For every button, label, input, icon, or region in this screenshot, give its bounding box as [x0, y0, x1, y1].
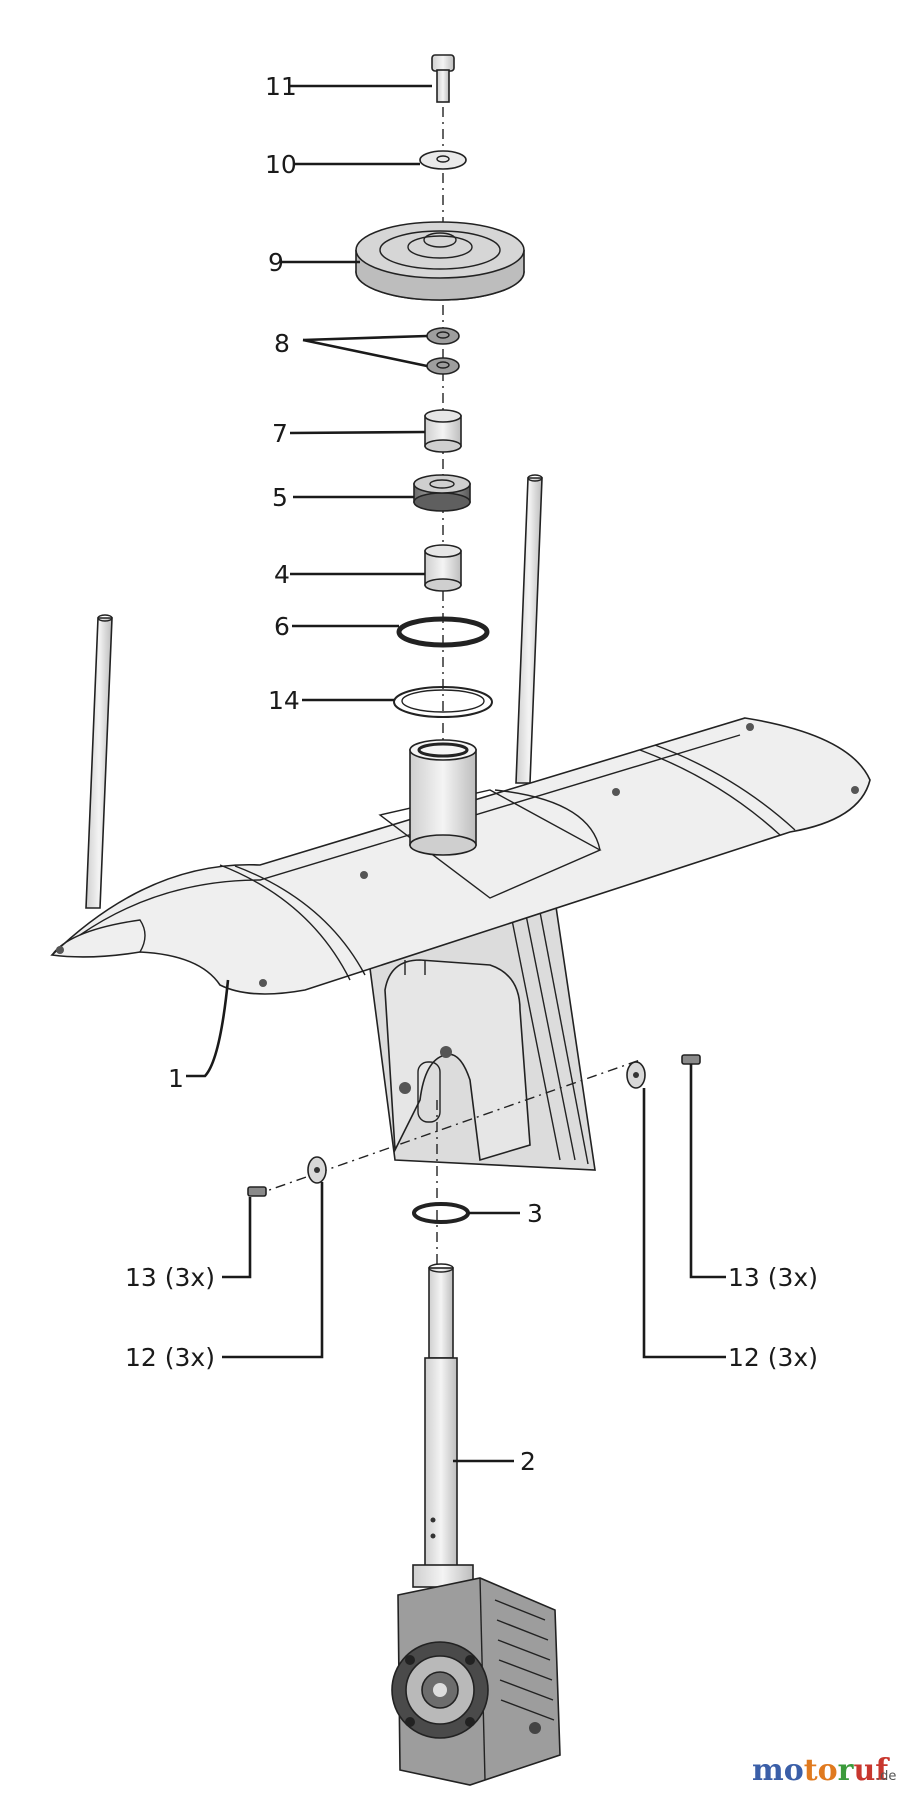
small-washer-right [626, 1061, 646, 1089]
callout-6: 6 [274, 612, 290, 641]
callout-2: 2 [520, 1447, 536, 1476]
brand-letters: mo [752, 1753, 804, 1788]
small-washer-left [307, 1156, 327, 1184]
callout-7: 7 [272, 419, 288, 448]
brand-logo: motoruf [752, 1753, 890, 1788]
callout-8: 8 [274, 329, 290, 358]
leader-lines [186, 84, 726, 1463]
callout-14: 14 [268, 686, 300, 715]
brand-letters: to [804, 1753, 838, 1788]
bolt-part [431, 54, 455, 103]
callout-12-left: 12 (3x) [125, 1343, 215, 1372]
callout-5: 5 [272, 483, 288, 512]
seal-ring-part [393, 686, 493, 718]
brand-watermark: motoruf .de [752, 1753, 896, 1788]
brand-suffix: .de [876, 1769, 896, 1784]
callout-4: 4 [274, 560, 290, 589]
spacer-sleeve-part [424, 409, 462, 453]
callout-1: 1 [168, 1064, 184, 1093]
callout-12-right: 12 (3x) [728, 1343, 818, 1372]
washer-part [419, 150, 467, 170]
screw-right [681, 1054, 701, 1065]
shaft-gearbox-part [391, 1263, 561, 1786]
callout-13-right: 13 (3x) [728, 1263, 818, 1292]
bearing-part [413, 474, 471, 512]
callout-11: 11 [265, 72, 297, 101]
callout-13-left: 13 (3x) [125, 1263, 215, 1292]
o-ring-part [412, 1202, 470, 1224]
pulley-part [355, 221, 525, 301]
sleeve-part [424, 544, 462, 592]
callout-9: 9 [268, 248, 284, 277]
main-housing-part [50, 474, 871, 1171]
callout-10: 10 [265, 150, 297, 179]
ring-part [396, 616, 490, 648]
brand-letters: uf [853, 1753, 890, 1788]
callout-3: 3 [527, 1199, 543, 1228]
screw-left [247, 1186, 267, 1197]
brand-letters: r [838, 1753, 855, 1788]
